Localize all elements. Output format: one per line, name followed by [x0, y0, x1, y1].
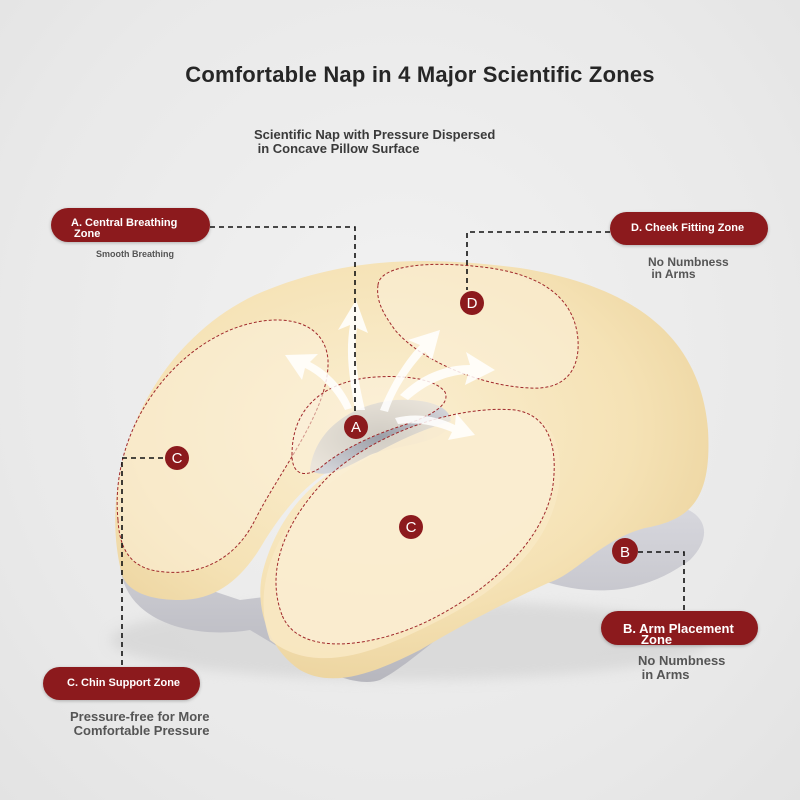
zone-b-label-text: B. Arm Placement Zone — [623, 621, 734, 647]
arrow-icon — [400, 352, 495, 400]
zone-d-marker: D — [460, 291, 484, 315]
svg-text:B: B — [620, 544, 630, 561]
zone-c-note: Pressure-free for More Comfortable Press… — [70, 709, 210, 738]
zone-a-outline — [291, 376, 447, 475]
zone-a-label-text: A. Central Breathing Zone — [71, 217, 178, 240]
zone-c-left-marker: C — [165, 446, 189, 470]
arrow-icon — [338, 300, 368, 410]
svg-text:C: C — [172, 450, 183, 467]
zone-b-marker: B — [612, 538, 638, 564]
airflow-arrows — [285, 300, 495, 440]
page-subtitle: Scientific Nap with Pressure Dispersed i… — [254, 127, 496, 156]
zone-c-label: C. Chin Support Zone — [43, 667, 200, 700]
zone-a-note: Smooth Breathing — [96, 249, 174, 259]
zone-b-label: B. Arm Placement Zone — [601, 611, 758, 647]
zone-c-label-text: C. Chin Support Zone — [67, 677, 181, 689]
zone-d-label: D. Cheek Fitting Zone — [610, 212, 768, 245]
leader-line-b — [638, 551, 685, 612]
zone-b-note: No Numbness in Arms — [638, 653, 726, 682]
arrow-icon — [395, 413, 475, 440]
zone-d-note: No Numbness in Arms — [648, 255, 729, 281]
page-title: Comfortable Nap in 4 Major Scientific Zo… — [185, 62, 655, 87]
zone-d-outline — [377, 263, 579, 389]
arrow-icon — [285, 354, 352, 410]
leader-line-a — [210, 226, 356, 412]
leader-line-d — [466, 231, 610, 290]
zone-a-label: A. Central Breathing Zone — [51, 208, 210, 242]
svg-text:A: A — [351, 419, 361, 436]
svg-text:D: D — [467, 295, 478, 312]
zone-a-marker: A — [344, 415, 368, 439]
svg-text:C: C — [406, 519, 417, 536]
zone-d-label-text: D. Cheek Fitting Zone — [631, 222, 745, 234]
leader-line-c-top — [121, 457, 163, 668]
arrow-icon — [380, 330, 440, 412]
zone-c-right-marker: C — [399, 515, 423, 539]
